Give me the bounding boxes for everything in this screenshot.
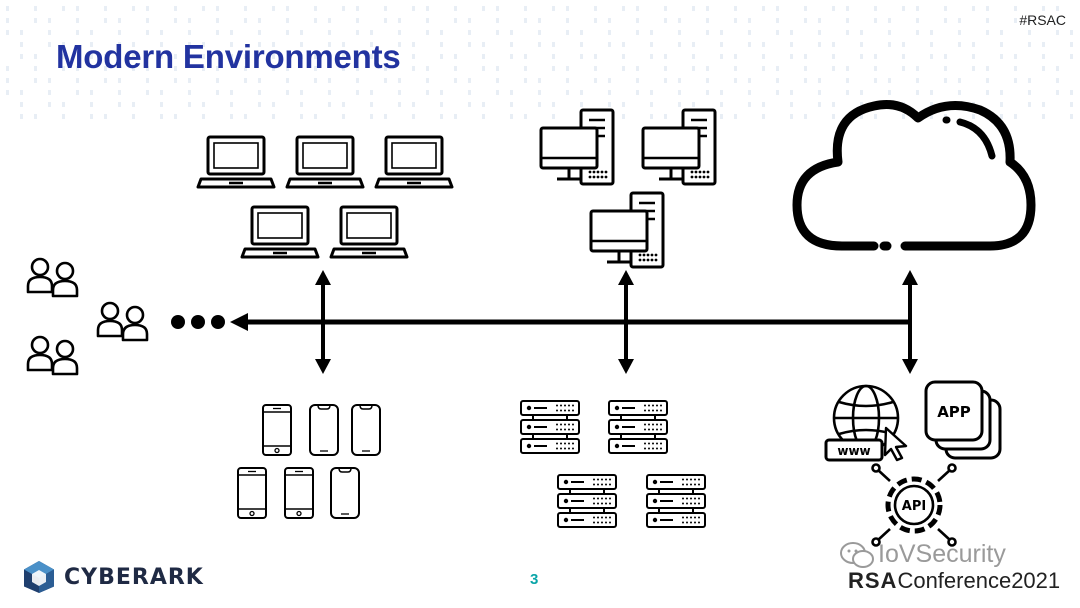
users-group: [28, 259, 147, 374]
smartphone-icon: [309, 404, 339, 456]
desktop-computer-icon: [539, 108, 615, 186]
smartphone-icon: [351, 404, 381, 456]
smartphone-icon: [330, 467, 360, 519]
server-rack-icon: [647, 475, 705, 527]
smartphone-icon: [284, 467, 314, 519]
api-label: API: [902, 499, 926, 514]
wechat-icon: [840, 541, 874, 568]
server-rack-icon: [558, 475, 616, 527]
laptop-icon: [285, 135, 365, 189]
cloud-icon: [792, 100, 1036, 251]
www-label: www: [837, 444, 870, 458]
laptop-icon: [196, 135, 276, 189]
desktop-computer-icon: [589, 191, 665, 269]
users-icon: [28, 259, 77, 296]
www-icon: [824, 384, 908, 462]
watermark: IoVSecurity: [840, 540, 1006, 569]
cyberark-logo: CYBERARK: [22, 560, 204, 594]
server-rack-icon: [521, 401, 579, 453]
connector-arrows: [315, 270, 918, 374]
app-label: APP: [937, 403, 971, 421]
page-title: Modern Environments: [56, 38, 401, 75]
desktop-computer-icon: [641, 108, 717, 186]
desktops-group: [539, 108, 717, 269]
cyberark-wordmark: CYBERARK: [64, 564, 204, 590]
laptop-icon: [240, 205, 320, 259]
app-icon: [924, 380, 1002, 460]
laptops-group: [196, 135, 454, 259]
hashtag-label: #RSAC: [1019, 12, 1066, 28]
laptop-icon: [374, 135, 454, 189]
laptop-icon: [329, 205, 409, 259]
api-gear-icon: [871, 463, 957, 547]
cyberark-logo-icon: [24, 561, 54, 593]
watermark-text: IoVSecurity: [878, 540, 1006, 568]
smartphone-icon: [237, 467, 267, 519]
server-rack-icon: [609, 401, 667, 453]
users-icon: [28, 337, 77, 374]
page-number: 3: [530, 571, 539, 588]
ellipsis-dots: [171, 315, 225, 329]
smartphones-group: [237, 404, 381, 519]
users-icon: [98, 303, 147, 340]
servers-group: [521, 401, 705, 527]
network-bus-line: [230, 313, 910, 331]
smartphone-icon: [262, 404, 292, 456]
rsa-conference-logo: RSAConference2021: [848, 568, 1061, 593]
